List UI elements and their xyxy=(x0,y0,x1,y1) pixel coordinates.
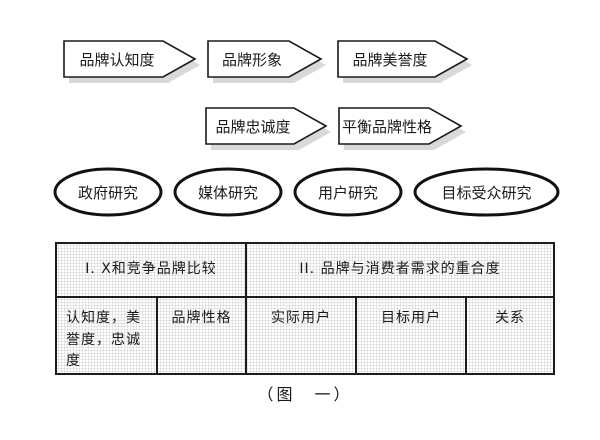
ellipse-shape xyxy=(53,167,163,217)
arrow-shape xyxy=(205,107,331,150)
ellipse-government-research: 政府研究 xyxy=(53,167,163,217)
flow-arrow-brand-awareness: 品牌认知度 xyxy=(63,40,203,86)
arrow-outline xyxy=(207,40,323,78)
table-body-row: 认知度，美誉度，忠诚度 品牌性格 实际用户 目标用户 关系 xyxy=(57,297,553,373)
ellipse-target-audience-research: 目标受众研究 xyxy=(413,167,560,217)
flow-arrow-label: 平衡品牌性格 xyxy=(341,117,432,136)
ellipse-outline xyxy=(413,167,560,217)
ellipse-user-research: 用户研究 xyxy=(293,167,403,217)
flow-arrow-brand-image: 品牌形象 xyxy=(207,40,329,86)
ellipse-shape xyxy=(173,167,283,217)
flow-arrow-label: 品牌认知度 xyxy=(79,50,155,69)
flow-arrow-label: 品牌美誉度 xyxy=(352,50,428,69)
arrow-outline xyxy=(338,107,463,145)
flow-arrow-brand-loyalty: 品牌忠诚度 xyxy=(205,107,333,153)
ellipse-media-research: 媒体研究 xyxy=(173,167,283,217)
comparison-table: I. X和竞争品牌比较 II. 品牌与消费者需求的重合度 认知度，美誉度，忠诚度… xyxy=(55,242,555,375)
table-header-row: I. X和竞争品牌比较 II. 品牌与消费者需求的重合度 xyxy=(57,244,553,298)
arrow-shape xyxy=(337,40,472,83)
ellipse-outline xyxy=(293,167,403,217)
ellipse-shape xyxy=(293,167,403,217)
arrow-shape xyxy=(338,107,466,150)
table-cell-target-users: 目标用户 xyxy=(357,297,467,373)
ellipse-label: 媒体研究 xyxy=(197,183,258,202)
figure-caption: （图 一） xyxy=(257,385,353,404)
arrow-outline xyxy=(337,40,469,78)
ellipse-label: 目标受众研究 xyxy=(441,183,532,202)
table-header-cell-comparison: I. X和竞争品牌比较 xyxy=(57,244,247,296)
table-header-cell-overlap: II. 品牌与消费者需求的重合度 xyxy=(299,261,501,278)
table-cell-brand-personality: 品牌性格 xyxy=(158,297,247,373)
flow-arrow-brand-reputation: 品牌美誉度 xyxy=(337,40,475,86)
flow-arrow-label: 品牌形象 xyxy=(221,50,282,69)
table-cell-actual-users: 实际用户 xyxy=(247,297,357,373)
arrow-shape xyxy=(207,40,326,83)
ellipse-label: 政府研究 xyxy=(77,183,138,202)
flow-arrow-label: 品牌忠诚度 xyxy=(215,117,291,136)
flow-arrow-balanced-brand-personality: 平衡品牌性格 xyxy=(338,107,468,153)
arrow-outline xyxy=(63,40,197,78)
ellipse-shape xyxy=(413,167,560,217)
arrow-shape xyxy=(63,40,200,83)
ellipse-outline xyxy=(173,167,283,217)
ellipse-outline xyxy=(53,167,163,217)
ellipse-label: 用户研究 xyxy=(317,183,378,202)
table-cell-awareness-reputation-loyalty: 认知度，美誉度，忠诚度 xyxy=(57,297,158,373)
arrow-outline xyxy=(205,107,328,145)
table-cell-relationship: 关系 xyxy=(495,309,525,326)
